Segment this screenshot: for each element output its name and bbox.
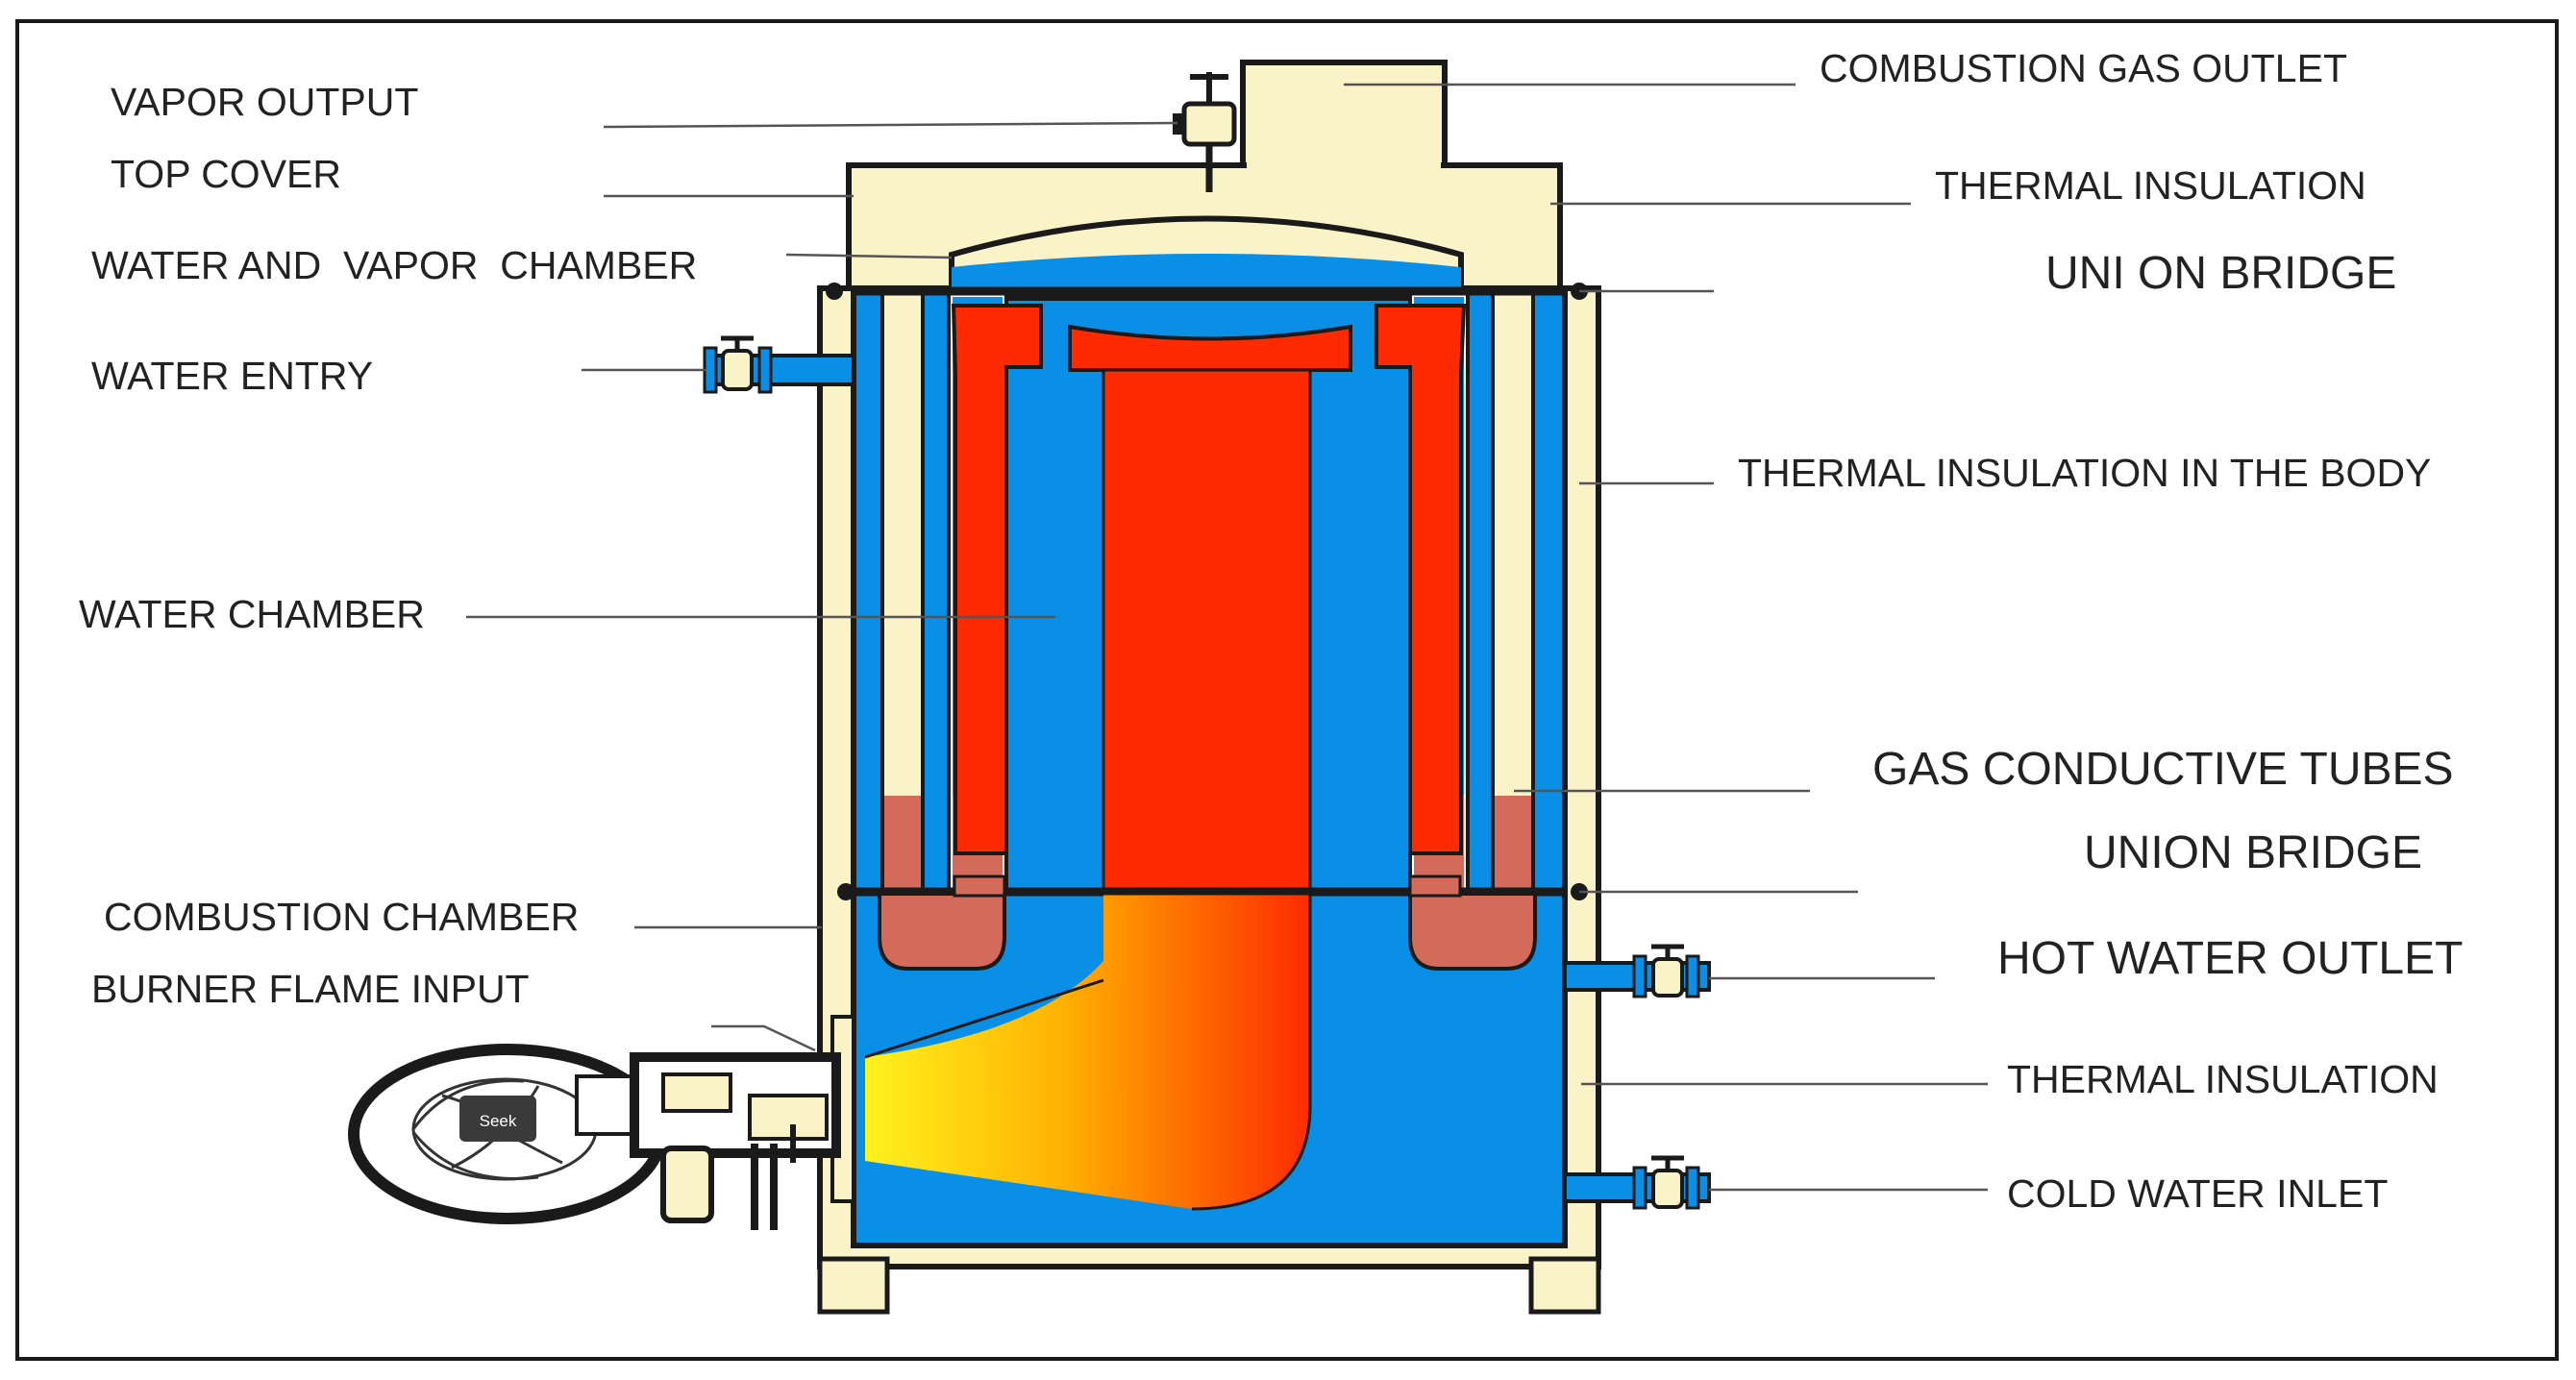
union-bridge-bolt-left-bottom xyxy=(837,883,855,900)
combustion-chamber xyxy=(865,894,1310,1209)
cold-water-inlet-pipe xyxy=(1563,1155,1711,1210)
water-entry-pipe xyxy=(703,335,855,394)
label-thermal-insulation-bottom: THERMAL INSULATION xyxy=(2007,1057,2439,1101)
boiler-foot-left xyxy=(817,1256,890,1315)
tube-sediment-left xyxy=(884,796,921,892)
label-water-vapor-chamber: WATER AND VAPOR CHAMBER xyxy=(91,243,697,287)
label-vapor-output: VAPOR OUTPUT xyxy=(111,80,418,124)
flue-left xyxy=(951,304,1043,855)
hot-water-outlet-pipe xyxy=(1563,944,1711,998)
label-combustion-chamber: COMBUSTION CHAMBER xyxy=(104,895,579,939)
leader-water-vapor-chamber xyxy=(785,253,953,259)
central-flue xyxy=(1102,368,1312,896)
label-thermal-insulation-body: THERMAL INSULATION IN THE BODY xyxy=(1738,451,2431,495)
union-bridge-bolt-left-top xyxy=(826,283,843,300)
label-top-cover: TOP COVER xyxy=(111,152,341,196)
sediment-cup-left xyxy=(878,892,1006,971)
leader-vapor-output xyxy=(603,121,1178,129)
boiler-foot-right xyxy=(1528,1256,1601,1315)
inner-insulation-left xyxy=(880,291,925,896)
label-thermal-insulation-top: THERMAL INSULATION xyxy=(1935,163,2366,208)
label-water-chamber: WATER CHAMBER xyxy=(79,592,425,636)
label-burner-flame-input: BURNER FLAME INPUT xyxy=(91,967,530,1011)
label-cold-water-inlet: COLD WATER INLET xyxy=(2007,1171,2388,1216)
tube-sediment-right xyxy=(1495,796,1531,892)
vapor-output-valve xyxy=(1173,72,1237,192)
burner-badge: Seek xyxy=(480,1112,517,1130)
flue-top-plate xyxy=(1068,324,1352,372)
label-water-entry: WATER ENTRY xyxy=(91,354,373,398)
label-combustion-gas-outlet: COMBUSTION GAS OUTLET xyxy=(1820,46,2347,90)
label-union-bridge-top: UNI ON BRIDGE xyxy=(2045,248,2396,299)
sediment-cup-right xyxy=(1408,892,1537,971)
label-hot-water-outlet: HOT WATER OUTLET xyxy=(1997,933,2463,984)
inner-insulation-right xyxy=(1491,291,1535,896)
burner-unit: Seek xyxy=(348,1044,841,1230)
label-gas-conductive-tubes: GAS CONDUCTIVE TUBES xyxy=(1872,744,2454,795)
label-union-bridge-bottom: UNION BRIDGE xyxy=(2084,827,2422,878)
leader-burner-flame-input xyxy=(711,1024,816,1052)
flue-right xyxy=(1375,304,1467,855)
